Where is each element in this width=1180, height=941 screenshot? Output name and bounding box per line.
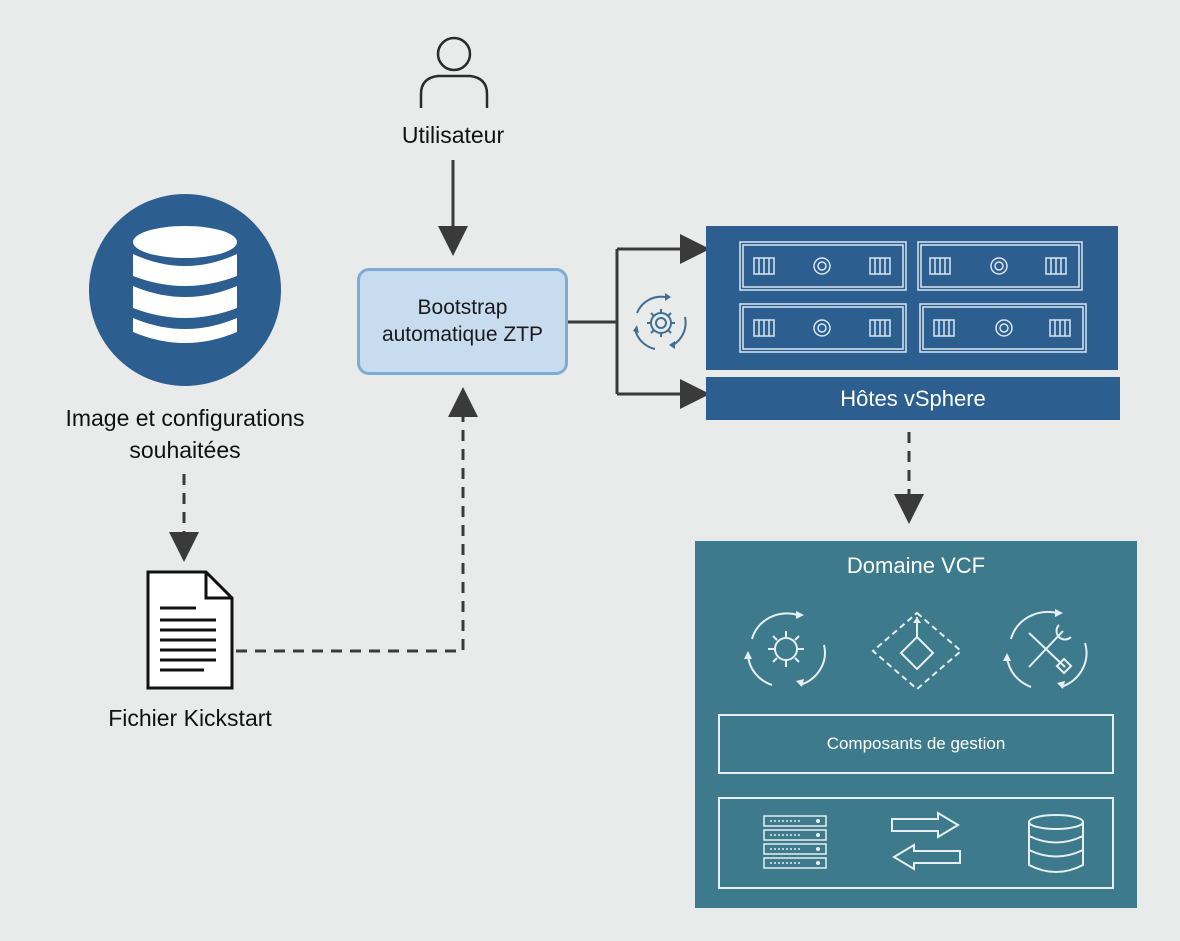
tools-icon [1003, 609, 1088, 689]
database-icon [89, 194, 281, 386]
database-label-line2: souhaitées [129, 437, 241, 463]
vcf-domain-panel: Domaine VCF [695, 541, 1137, 908]
network-diamond-icon [871, 611, 963, 691]
database-label-line1: Image et configurations [65, 405, 305, 431]
kickstart-to-bootstrap-arrow [236, 387, 478, 653]
automation-gear-icon [627, 289, 695, 357]
storage-icon [1028, 814, 1084, 873]
bootstrap-box[interactable]: Bootstrap automatique ZTP [357, 268, 568, 375]
server-rack-illustration [739, 241, 1087, 353]
vsphere-servers [706, 226, 1118, 370]
server-rack-icon [763, 815, 827, 869]
bootstrap-line1: Bootstrap [417, 296, 508, 320]
kickstart-label: Fichier Kickstart [108, 705, 272, 731]
database-label: Image et configurations souhaitées [30, 402, 340, 466]
domain-resources-box [718, 797, 1114, 889]
hosts-bar: Hôtes vSphere [706, 377, 1120, 420]
bootstrap-line2: automatique ZTP [381, 322, 544, 346]
user-label: Utilisateur [401, 122, 505, 148]
domain-title: Domaine VCF [846, 553, 986, 578]
management-components-box: Composants de gestion [718, 714, 1114, 774]
lifecycle-gear-icon [744, 611, 826, 687]
document-icon [146, 570, 234, 690]
user-icon [419, 36, 489, 108]
sync-arrows-icon [891, 811, 961, 871]
